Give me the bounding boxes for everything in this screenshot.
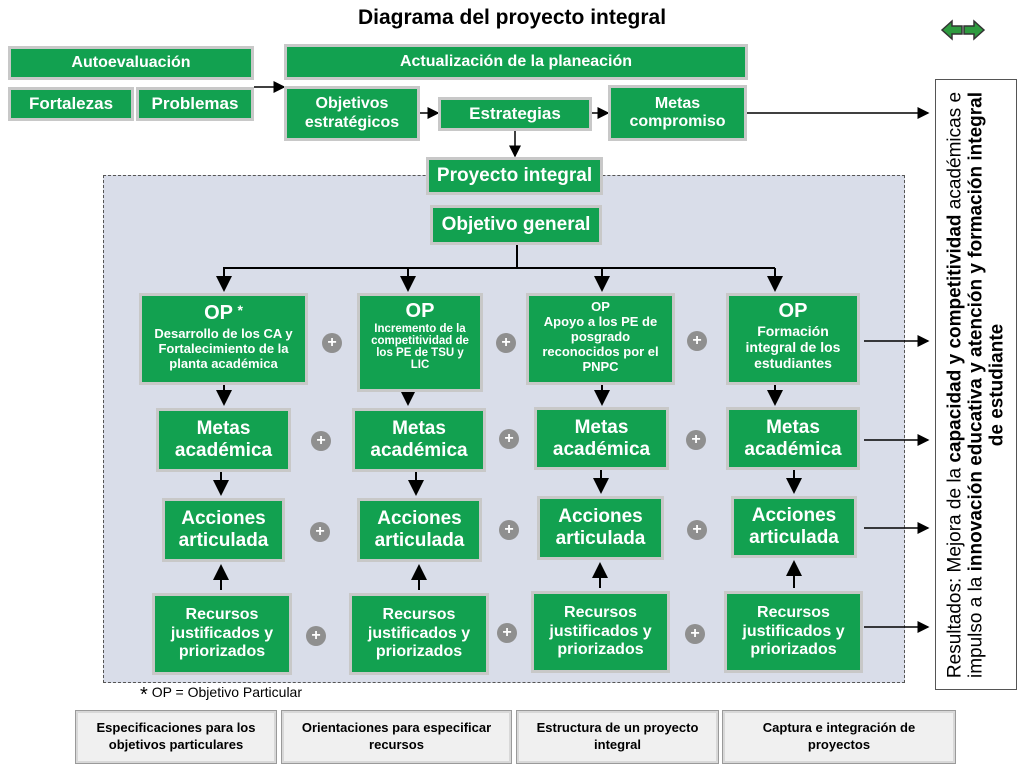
plus-icon: +: [687, 331, 707, 351]
metas-box-2: Metas académica: [352, 408, 486, 472]
orientaciones-label: Orientaciones para especificar recursos: [301, 720, 492, 752]
footnote: * OP = Objetivo Particular: [140, 684, 400, 706]
acciones-label: Acciones articulada: [555, 506, 646, 549]
op-title: OP: [591, 299, 610, 314]
recursos-box-1: Recursos justificados y priorizados: [152, 593, 292, 675]
fortalezas-box: Fortalezas: [8, 87, 134, 121]
plus-icon: +: [497, 623, 517, 643]
acciones-box-1: Acciones articulada: [162, 498, 285, 562]
plus-icon: +: [306, 626, 326, 646]
especificaciones-label: Especificaciones para los objetivos part…: [96, 720, 256, 752]
estructura-label: Estructura de un proyecto integral: [536, 720, 699, 752]
metas-label: Metas académica: [744, 416, 842, 460]
op-box-1: OP * Desarrollo de los CA y Fortalecimie…: [139, 293, 308, 385]
metas-compromiso-label: Metas compromiso: [629, 94, 726, 130]
fortalezas-label: Fortalezas: [28, 94, 114, 114]
acciones-box-4: Acciones articulada: [731, 496, 857, 558]
page-title: Diagrama del proyecto integral: [357, 6, 667, 29]
plus-icon: +: [686, 430, 706, 450]
captura-button[interactable]: Captura e integración de proyectos: [722, 710, 956, 764]
plus-icon: +: [322, 333, 342, 353]
recursos-label: Recursos justificados y priorizados: [742, 604, 845, 659]
plus-icon: +: [499, 520, 519, 540]
recursos-label: Recursos justificados y priorizados: [367, 606, 471, 661]
plus-icon: +: [496, 333, 516, 353]
op-title: OP: [778, 300, 808, 322]
acciones-label: Acciones articulada: [178, 508, 269, 551]
plus-icon: +: [499, 429, 519, 449]
captura-label: Captura e integración de proyectos: [762, 720, 916, 752]
recursos-label: Recursos justificados y priorizados: [549, 604, 652, 659]
acciones-label: Acciones articulada: [374, 508, 465, 551]
estructura-button[interactable]: Estructura de un proyecto integral: [516, 710, 719, 764]
metas-label: Metas académica: [370, 418, 468, 461]
metas-box-1: Metas académica: [156, 408, 291, 472]
double-arrow-icon[interactable]: [940, 18, 986, 42]
objetivo-general-box: Objetivo general: [430, 205, 602, 245]
planeacion-label: Actualización de la planeación: [399, 52, 633, 70]
recursos-box-4: Recursos justificados y priorizados: [724, 591, 863, 673]
op-box-2: OP Incremento de la competitividad de lo…: [357, 293, 483, 392]
op-desc: Formación integral de los estudiantes: [745, 323, 841, 372]
op-box-3: OP Apoyo a los PE de posgrado reconocido…: [526, 293, 675, 385]
footnote-text: OP = Objetivo Particular: [151, 684, 302, 700]
autoevaluacion-box: Autoevaluación: [8, 46, 254, 80]
proyecto-integral-box: Proyecto integral: [426, 157, 603, 195]
orientaciones-button[interactable]: Orientaciones para especificar recursos: [281, 710, 512, 764]
acciones-label: Acciones articulada: [749, 505, 839, 548]
results-prefix: Resultados: Mejora de la: [944, 462, 966, 679]
metas-label: Metas académica: [174, 418, 273, 461]
acciones-box-3: Acciones articulada: [537, 496, 664, 560]
results-text: Resultados: Mejora de la capacidad y com…: [944, 85, 1009, 685]
results-bold-1: capacidad y competitividad: [944, 214, 966, 463]
estrategias-label: Estrategias: [469, 104, 561, 124]
op-title: OP: [204, 302, 233, 324]
metas-label: Metas académica: [552, 416, 651, 460]
metas-compromiso-box: Metas compromiso: [608, 85, 747, 141]
plus-icon: +: [310, 522, 330, 542]
footnote-star: *: [140, 684, 148, 706]
autoevaluacion-label: Autoevaluación: [71, 53, 191, 71]
plus-icon: +: [687, 520, 707, 540]
problemas-label: Problemas: [151, 94, 239, 114]
op-desc: Incremento de la competitividad de los P…: [371, 323, 469, 372]
metas-box-4: Metas académica: [726, 407, 860, 470]
metas-box-3: Metas académica: [534, 407, 669, 470]
acciones-box-2: Acciones articulada: [357, 498, 482, 562]
recursos-box-2: Recursos justificados y priorizados: [349, 593, 489, 675]
objetivos-box: Objetivos estratégicos: [284, 86, 420, 141]
objetivos-label: Objetivos estratégicos: [304, 95, 400, 131]
results-bold-2: innovación educativa y atención y formac…: [965, 92, 1008, 572]
op-star: *: [237, 302, 243, 318]
plus-icon: +: [311, 431, 331, 451]
planeacion-header: Actualización de la planeación: [284, 44, 748, 80]
recursos-label: Recursos justificados y priorizados: [170, 606, 274, 661]
op-box-4: OP Formación integral de los estudiantes: [726, 293, 860, 385]
results-box: Resultados: Mejora de la capacidad y com…: [935, 79, 1017, 690]
op-desc: Apoyo a los PE de posgrado reconocidos p…: [542, 313, 659, 374]
op-title: OP: [405, 300, 435, 322]
objetivo-general-label: Objetivo general: [441, 214, 591, 236]
recursos-box-3: Recursos justificados y priorizados: [531, 591, 670, 673]
op-desc: Desarrollo de los CA y Fortalecimiento d…: [154, 326, 293, 371]
problemas-box: Problemas: [136, 87, 254, 121]
estrategias-box: Estrategias: [438, 97, 592, 131]
plus-icon: +: [685, 624, 705, 644]
proyecto-integral-label: Proyecto integral: [436, 165, 593, 187]
especificaciones-button[interactable]: Especificaciones para los objetivos part…: [75, 710, 277, 764]
